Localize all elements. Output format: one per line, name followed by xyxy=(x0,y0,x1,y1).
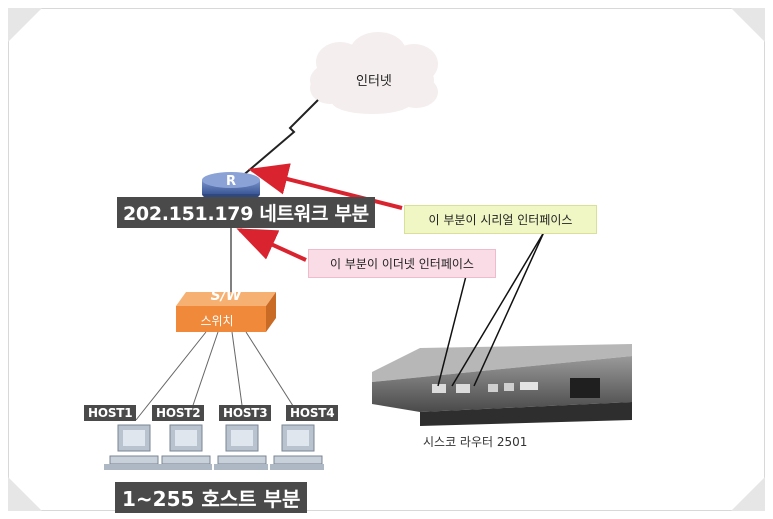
cisco-router-device xyxy=(372,344,632,426)
switch-label: 스위치 xyxy=(200,314,234,328)
host-label-2: HOST2 xyxy=(152,405,205,421)
ethernet-interface-callout: 이 부분이 이더넷 인터페이스 xyxy=(308,249,496,278)
port-pointers xyxy=(437,231,545,387)
corner-top-left xyxy=(8,8,42,42)
internet-label: 인터넷 xyxy=(356,74,392,89)
host-label-3: HOST3 xyxy=(219,405,272,421)
host-label-1: HOST1 xyxy=(84,405,137,421)
serial-interface-callout: 이 부분이 시리얼 인터페이스 xyxy=(404,205,597,234)
host-label-4: HOST4 xyxy=(286,405,339,421)
image-frame xyxy=(8,8,765,511)
host-computer-1 xyxy=(104,424,159,470)
switch-icon xyxy=(176,292,276,332)
switch-symbol: S/W xyxy=(210,288,242,304)
router-symbol: R xyxy=(225,174,236,189)
internet-cloud xyxy=(310,32,438,114)
router-caption: 시스코 라우터 2501 xyxy=(423,435,528,449)
host-computer-4 xyxy=(270,424,324,470)
corner-bottom-left xyxy=(8,477,42,511)
ethernet-arrow xyxy=(236,228,307,262)
host-part-label: 1~255 호스트 부분 xyxy=(115,482,308,513)
host-computer-3 xyxy=(214,424,268,470)
serial-link xyxy=(239,99,319,179)
serial-arrow xyxy=(248,163,403,210)
corner-bottom-right xyxy=(731,477,765,511)
corner-top-right xyxy=(731,8,765,42)
host-computer-2 xyxy=(158,424,212,470)
network-part-label: 202.151.179 네트워크 부분 xyxy=(117,197,375,228)
